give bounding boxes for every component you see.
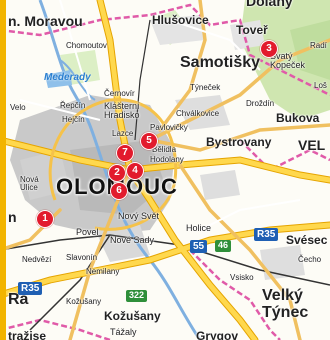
place-label: Velký Týnec: [262, 287, 309, 321]
place-label: Kožušany: [104, 309, 161, 323]
place-label: Holice: [186, 223, 212, 233]
place-label: n. Moravou: [8, 13, 83, 29]
place-label: Chomoutov: [66, 41, 107, 50]
place-label: Povel: [76, 227, 99, 237]
place-label: Čecho: [298, 255, 322, 264]
map-marker-2[interactable]: 2: [108, 164, 126, 182]
place-label: Hlušovice: [152, 13, 209, 27]
place-label: Vsisko: [230, 273, 254, 282]
place-label: VEL: [298, 137, 326, 153]
highway-shield: 55: [190, 240, 208, 253]
place-label: Bystrovany: [206, 135, 272, 149]
place-label: Chválkovice: [176, 109, 220, 118]
place-label: Svatý Kopeček: [270, 51, 306, 70]
place-label: Svésec: [286, 233, 328, 247]
place-label: Hejčín: [62, 115, 85, 124]
place-label: Řepčín: [60, 101, 86, 110]
place-label: Nové Sady: [110, 235, 155, 245]
place-label: Toveř: [236, 23, 268, 37]
place-label: Samotišky: [180, 54, 261, 71]
place-label: Dolany: [246, 0, 293, 9]
map-marker-1[interactable]: 1: [36, 210, 54, 228]
accent-bar: [0, 0, 6, 340]
place-label: Tážaly: [110, 327, 137, 337]
place-label: Kožušany: [66, 297, 102, 306]
place-label: Slavonín: [66, 253, 98, 262]
place-label: Grygov: [196, 329, 239, 340]
brand-label: Mederady: [44, 72, 91, 83]
route-shield: 46: [215, 240, 232, 252]
place-label: tražise: [8, 329, 47, 340]
map-marker-7[interactable]: 7: [116, 144, 134, 162]
map-marker-3[interactable]: 3: [260, 40, 278, 58]
map-marker-4[interactable]: 4: [126, 162, 144, 180]
place-label: Klášterní Hradisko: [104, 101, 140, 120]
place-label: Radí: [310, 41, 327, 50]
place-label: Černovír: [104, 89, 135, 98]
place-label: n: [8, 209, 17, 225]
map-marker-5[interactable]: 5: [140, 132, 158, 150]
place-label: Droždín: [246, 99, 275, 108]
place-label: Týneček: [190, 83, 221, 92]
map-marker-6[interactable]: 6: [110, 182, 128, 200]
place-label: Nový Svět: [118, 211, 160, 221]
place-label: Bělidla: [152, 145, 177, 154]
place-label: Loš: [314, 81, 327, 90]
place-label: Nemilany: [86, 267, 120, 276]
place-label: Nová Ulice: [20, 175, 39, 192]
place-label: Hodolany: [150, 155, 184, 164]
place-label: Bukova: [276, 111, 320, 125]
place-label: Velo: [10, 103, 26, 112]
highway-shield: R35: [254, 228, 279, 241]
place-label: Ra: [8, 291, 29, 308]
place-label: Nedvězí: [22, 255, 52, 264]
route-shield: 322: [126, 290, 148, 302]
place-label: Lazce: [112, 129, 134, 138]
place-label: Pavlovičky: [150, 123, 188, 132]
highway-shield: R35: [18, 282, 43, 295]
